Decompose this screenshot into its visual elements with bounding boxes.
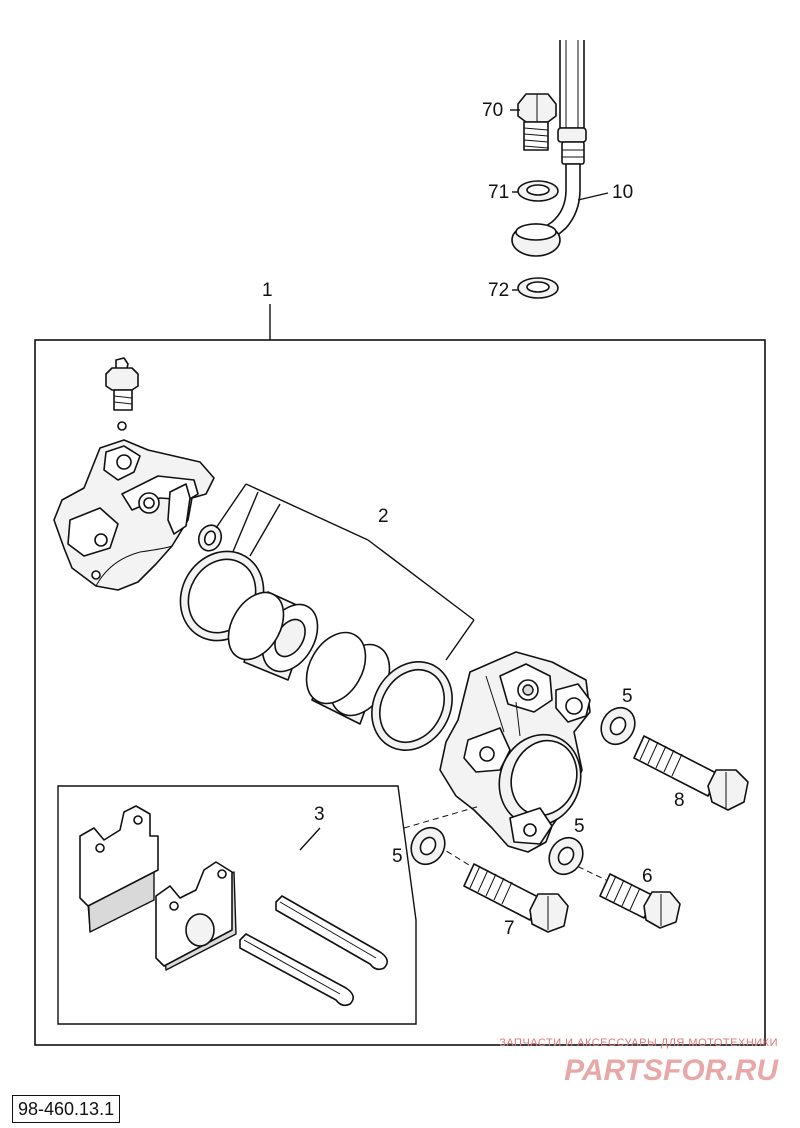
small-seal bbox=[197, 524, 223, 552]
callout-72: 72 bbox=[488, 280, 509, 301]
callout-2: 2 bbox=[378, 506, 389, 527]
callout-3: 3 bbox=[314, 804, 325, 825]
cotter-pin-1 bbox=[275, 895, 388, 971]
piston-seal-right bbox=[371, 661, 453, 751]
watermark: ЗАПЧАСТИ И АКСЕССУАРЫ ДЛЯ МОТОТЕХНИКИ PA… bbox=[499, 1037, 779, 1087]
piston-2 bbox=[305, 631, 391, 725]
caliper-housing-left bbox=[53, 439, 215, 591]
washer-5-upper bbox=[600, 706, 636, 746]
catalog-number: 98-460.13.1 bbox=[12, 1095, 121, 1123]
bolt-7 bbox=[463, 863, 569, 933]
brake-pad-1 bbox=[79, 805, 159, 933]
svg-text:ЗАПЧАСТИ И АКСЕССУАРЫ ДЛЯ МОТО: ЗАПЧАСТИ И АКСЕССУАРЫ ДЛЯ МОТОТЕХНИКИ bbox=[499, 1037, 778, 1049]
callout-6: 6 bbox=[642, 866, 653, 887]
callout-1: 1 bbox=[262, 280, 273, 301]
washer-71 bbox=[517, 180, 559, 202]
callout-8: 8 bbox=[674, 790, 685, 811]
piston-1 bbox=[227, 591, 319, 681]
callout-10: 10 bbox=[612, 182, 633, 203]
callout-7: 7 bbox=[504, 918, 515, 939]
callout-71: 71 bbox=[488, 182, 509, 203]
callout-5-upper: 5 bbox=[622, 686, 633, 707]
svg-text:PARTSFOR.RU: PARTSFOR.RU bbox=[564, 1054, 779, 1087]
callout-5-left: 5 bbox=[392, 846, 403, 867]
callout-70: 70 bbox=[482, 100, 503, 121]
banjo-bolt-70 bbox=[517, 93, 557, 151]
bolt-8 bbox=[633, 735, 749, 811]
banjo-fitting bbox=[511, 223, 561, 257]
washer-5-left bbox=[410, 826, 446, 866]
pad-kit-outline bbox=[57, 785, 417, 1025]
washer-72 bbox=[517, 277, 559, 299]
caliper-housing-right bbox=[439, 651, 591, 853]
bolt-6 bbox=[599, 873, 681, 929]
brake-pad-2 bbox=[155, 861, 237, 971]
assembly-frame bbox=[34, 339, 766, 1046]
cotter-pin-2 bbox=[239, 933, 354, 1007]
bleeder-valve bbox=[105, 357, 139, 431]
callout-5-right: 5 bbox=[574, 816, 585, 837]
washer-5-right bbox=[548, 836, 584, 876]
